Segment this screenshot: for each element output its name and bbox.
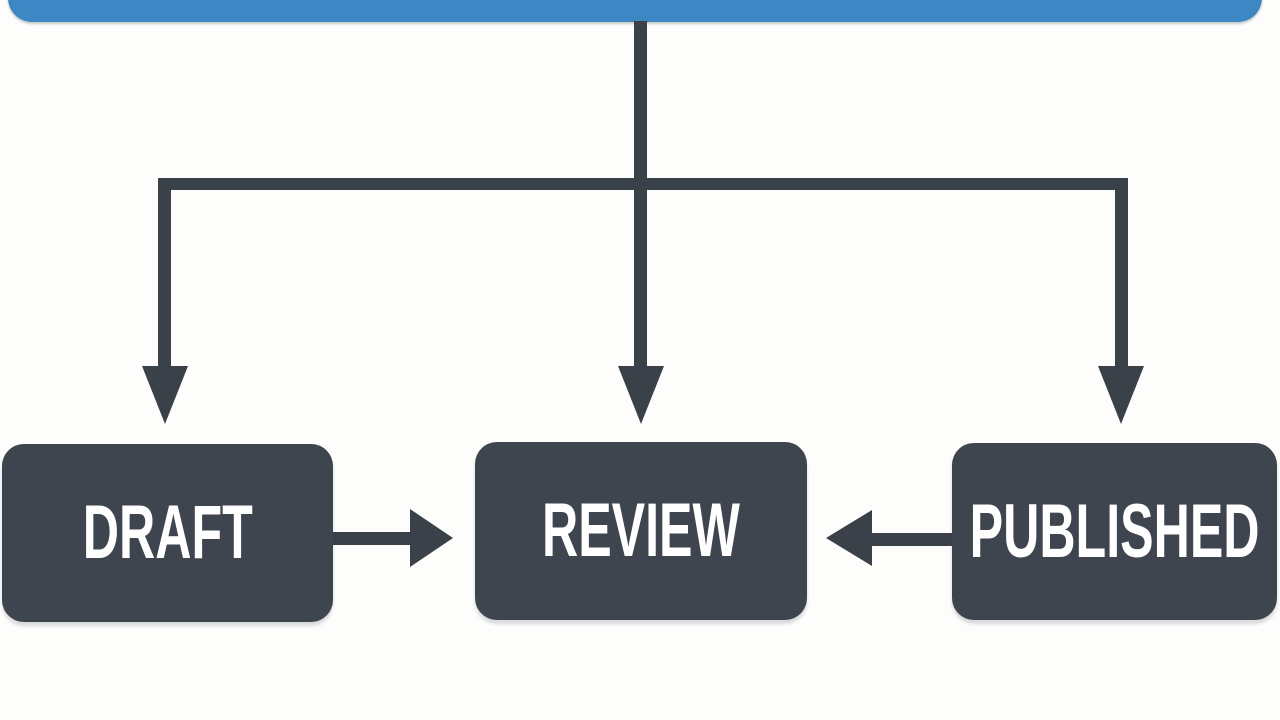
node-review: REVIEW (475, 442, 807, 620)
arrow-down-icon-published (1098, 366, 1144, 424)
connector-published-to-review (871, 533, 952, 546)
node-draft-label: DRAFT (82, 490, 253, 575)
top-bar (8, 0, 1262, 22)
connector-drop-to-published (1115, 178, 1128, 368)
node-published-label: PUBLISHED (969, 488, 1260, 574)
connector-draft-to-review (333, 532, 411, 545)
node-published: PUBLISHED (952, 443, 1277, 620)
connector-trunk-vertical (634, 21, 647, 368)
arrow-right-icon (410, 509, 453, 567)
node-draft: DRAFT (2, 444, 333, 622)
connector-branch-horizontal (158, 178, 1128, 190)
node-review-label: REVIEW (542, 488, 740, 573)
arrow-down-icon-review (618, 366, 664, 424)
arrow-down-icon-draft (142, 366, 188, 424)
connector-drop-to-draft (158, 178, 171, 368)
arrow-left-icon (826, 510, 872, 566)
